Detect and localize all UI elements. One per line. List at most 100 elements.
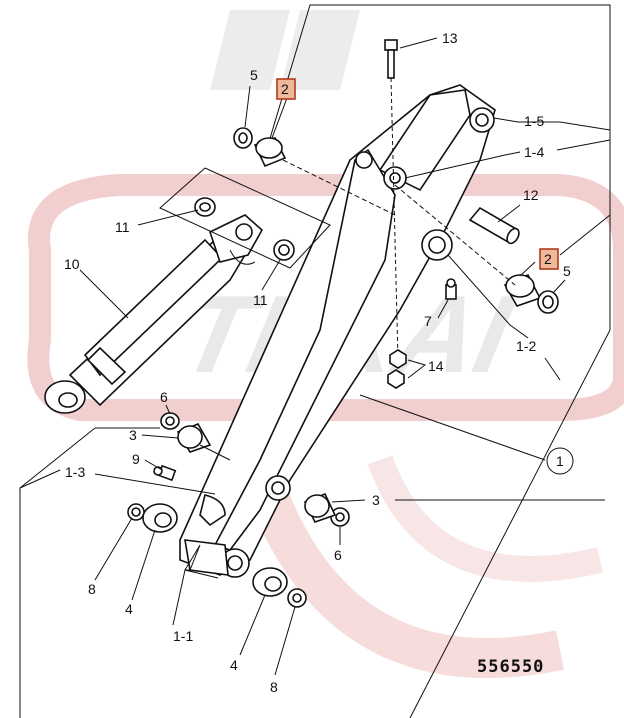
leader-1-5 bbox=[493, 117, 611, 131]
callout-1-2: 1-2 bbox=[516, 338, 536, 354]
callout-1-4: 1-4 bbox=[524, 144, 544, 160]
washer-11-lower-hole bbox=[278, 244, 290, 256]
callout-3a: 3 bbox=[129, 427, 137, 443]
leader-lines bbox=[19, 37, 611, 676]
washers bbox=[127, 127, 559, 608]
callout-5a: 5 bbox=[250, 67, 258, 83]
leader-5b bbox=[552, 279, 566, 294]
pin-12-end bbox=[506, 227, 520, 245]
boom-pivot-mid-hole bbox=[271, 481, 285, 495]
callout-1-3: 1-3 bbox=[65, 464, 85, 480]
leader-1-2b bbox=[544, 357, 561, 381]
callout-2a: 2 bbox=[281, 81, 289, 97]
cylinder-hose bbox=[229, 249, 256, 265]
leader-9 bbox=[144, 459, 163, 471]
callout-6b: 6 bbox=[334, 547, 342, 563]
leader-3b bbox=[331, 499, 366, 503]
boom-pivot-top-hole bbox=[389, 172, 401, 184]
leader-11a bbox=[137, 209, 199, 226]
boom-pivot-far-hole bbox=[475, 113, 489, 127]
callout-11a: 11 bbox=[115, 219, 130, 235]
drawing-code: 556550 bbox=[477, 657, 544, 677]
leader-1-3 bbox=[94, 473, 216, 495]
cylinder-eye-hole bbox=[58, 392, 78, 408]
callout-9: 9 bbox=[132, 451, 140, 467]
leader-13 bbox=[399, 37, 438, 49]
callout-1-circle bbox=[546, 447, 574, 475]
boom-bottom-flange bbox=[199, 494, 226, 527]
leader-8b bbox=[274, 606, 296, 676]
leader-8a bbox=[94, 517, 133, 581]
boom-arm bbox=[179, 84, 496, 578]
grease-nipple-9 bbox=[153, 464, 177, 482]
callout-12: 12 bbox=[523, 187, 539, 203]
frame-bottom-right bbox=[409, 329, 611, 718]
callout-2a-box bbox=[276, 78, 296, 100]
assembly-line-a bbox=[282, 159, 396, 216]
leader-1 bbox=[359, 394, 546, 461]
bushing-3-upper-face bbox=[177, 425, 203, 449]
leader-12 bbox=[497, 204, 521, 223]
watermark-logo bbox=[210, 10, 360, 90]
bushing-2-lower-face bbox=[505, 274, 535, 298]
boom-pivot-center-hole bbox=[428, 236, 446, 254]
pin-12 bbox=[468, 206, 520, 245]
leader-2b bbox=[519, 261, 536, 277]
callout-4b: 4 bbox=[230, 657, 238, 673]
bushing-2-lower bbox=[503, 273, 542, 307]
leader-3a bbox=[141, 434, 179, 439]
callout-2b-box bbox=[539, 248, 559, 270]
boom-pivot-bottom-hole bbox=[227, 555, 243, 571]
bolt-13-shank bbox=[387, 49, 395, 79]
leader-1-1 bbox=[172, 544, 219, 626]
watermark-swoosh bbox=[230, 434, 565, 678]
washer-5-lower-hole bbox=[542, 295, 554, 309]
watermark-swoosh-2 bbox=[367, 455, 603, 582]
washer-5-upper-hole bbox=[238, 132, 248, 144]
bushing-2-upper bbox=[253, 137, 287, 168]
bushing-2-upper-face bbox=[255, 137, 283, 159]
leader-1-2 bbox=[447, 254, 529, 339]
leader-2b-frame bbox=[559, 214, 611, 256]
bushings-3-4 bbox=[142, 422, 337, 597]
assembly-line-c bbox=[159, 167, 331, 269]
bushing-4-right-hole bbox=[264, 576, 282, 592]
callout-labels: 13 5 2 1-5 1-4 11 12 2 5 10 11 7 1-2 14 … bbox=[64, 30, 574, 695]
callout-7: 7 bbox=[424, 313, 432, 329]
nut-14-b bbox=[387, 369, 405, 389]
leader-7 bbox=[437, 299, 449, 319]
leader-11b bbox=[261, 259, 281, 291]
washer-8-left-hole bbox=[131, 507, 141, 517]
callout-4a: 4 bbox=[125, 601, 133, 617]
callout-8a: 8 bbox=[88, 581, 96, 597]
boom-bracket-top bbox=[378, 89, 471, 192]
callout-11b: 11 bbox=[253, 292, 268, 308]
callout-1: 1 bbox=[556, 453, 564, 469]
leader-3a-b bbox=[199, 444, 231, 461]
leader-4b bbox=[239, 594, 266, 656]
grease-nipple-7-tip bbox=[446, 278, 456, 288]
bolt-13-head bbox=[384, 39, 398, 51]
washer-11-upper-hole bbox=[199, 202, 211, 212]
callout-10: 10 bbox=[64, 256, 80, 272]
callout-3b: 3 bbox=[372, 492, 380, 508]
callout-1-1: 1-1 bbox=[173, 628, 193, 644]
assembly-line-b bbox=[394, 184, 516, 286]
boom-pivot-upper-left bbox=[355, 151, 373, 169]
assembly-lines bbox=[159, 159, 516, 286]
cylinder-rod-eye bbox=[235, 223, 253, 241]
callout-13: 13 bbox=[442, 30, 458, 46]
leader-5a bbox=[244, 85, 251, 128]
leader-1-4 bbox=[404, 151, 521, 179]
nut-14-a bbox=[389, 349, 407, 369]
hydraulic-cylinder bbox=[44, 214, 264, 414]
leader-1-4b bbox=[556, 139, 611, 151]
leader-6a bbox=[165, 404, 171, 415]
grease-nipple-7 bbox=[445, 278, 457, 300]
leader-1-3b bbox=[19, 469, 61, 489]
bushing-4-left-hole bbox=[154, 512, 172, 528]
frame-lines bbox=[19, 4, 611, 718]
leader-10 bbox=[79, 269, 129, 319]
washer-8-right-hole bbox=[292, 593, 302, 603]
